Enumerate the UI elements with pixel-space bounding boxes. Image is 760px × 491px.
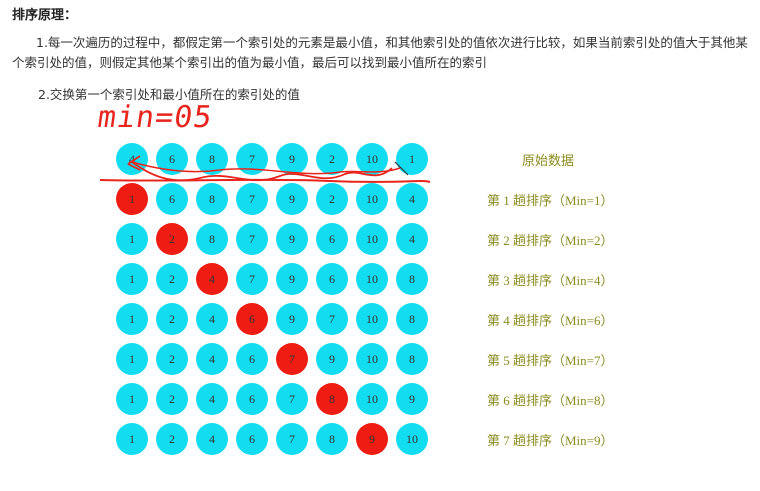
min-value-circle: 2	[156, 223, 188, 255]
value-circle: 7	[236, 263, 268, 295]
value-circle: 9	[316, 343, 348, 375]
value-circle: 10	[356, 263, 388, 295]
row-label: 第 4 趟排序（Min=6）	[487, 313, 614, 328]
value-circle: 9	[276, 183, 308, 215]
value-circle: 4	[196, 303, 228, 335]
value-circle: 8	[316, 423, 348, 455]
value-circle: 4	[396, 183, 428, 215]
value-circle: 1	[396, 143, 428, 175]
value-circle: 6	[236, 383, 268, 415]
min-value-circle: 1	[116, 183, 148, 215]
value-circle: 9	[276, 263, 308, 295]
handwritten-annotation: min=05	[95, 100, 215, 135]
value-circle: 2	[156, 343, 188, 375]
value-circle: 1	[116, 343, 148, 375]
value-circle: 9	[396, 383, 428, 415]
row-label: 第 5 趟排序（Min=7）	[487, 353, 614, 368]
value-circle: 4	[396, 223, 428, 255]
value-circle: 4	[196, 423, 228, 455]
value-circle: 1	[116, 223, 148, 255]
value-circle: 8	[396, 343, 428, 375]
value-circle: 8	[196, 223, 228, 255]
value-circle: 6	[316, 263, 348, 295]
value-circle: 7	[236, 183, 268, 215]
value-circle: 2	[156, 423, 188, 455]
value-circle: 10	[356, 303, 388, 335]
value-circle: 1	[116, 303, 148, 335]
value-circle: 2	[156, 383, 188, 415]
value-circle: 6	[316, 223, 348, 255]
value-circle: 6	[156, 183, 188, 215]
value-circle: 8	[196, 183, 228, 215]
value-circle: 10	[356, 143, 388, 175]
row-label: 第 3 趟排序（Min=4）	[487, 273, 614, 288]
value-circle: 6	[156, 143, 188, 175]
row-label: 原始数据	[522, 153, 575, 168]
value-circle: 9	[276, 303, 308, 335]
value-circle: 2	[316, 143, 348, 175]
min-value-circle: 7	[276, 343, 308, 375]
row-label: 第 1 趟排序（Min=1）	[487, 193, 614, 208]
value-circle: 10	[356, 383, 388, 415]
value-circle: 6	[236, 343, 268, 375]
value-circle: 10	[356, 343, 388, 375]
value-circle: 10	[356, 183, 388, 215]
row-label: 第 7 趟排序（Min=9）	[487, 433, 614, 448]
value-circle: 9	[276, 143, 308, 175]
value-circle: 4	[196, 383, 228, 415]
min-value-circle: 4	[196, 263, 228, 295]
value-circle: 10	[356, 223, 388, 255]
value-circle: 1	[116, 423, 148, 455]
value-circle: 6	[236, 423, 268, 455]
value-circle: 10	[396, 423, 428, 455]
value-circle: 2	[316, 183, 348, 215]
min-value-circle: 8	[316, 383, 348, 415]
value-circle: 9	[276, 223, 308, 255]
value-circle: 8	[396, 263, 428, 295]
value-circle: 2	[156, 263, 188, 295]
value-circle: 7	[276, 383, 308, 415]
min-value-circle: 6	[236, 303, 268, 335]
value-circle: 7	[276, 423, 308, 455]
value-circle: 8	[196, 143, 228, 175]
value-circle: 7	[236, 223, 268, 255]
row-label: 第 2 趟排序（Min=2）	[487, 233, 614, 248]
value-circle: 8	[396, 303, 428, 335]
min-value-circle: 9	[356, 423, 388, 455]
row-label: 第 6 趟排序（Min=8）	[487, 393, 614, 408]
value-circle: 4	[116, 143, 148, 175]
value-circle: 7	[236, 143, 268, 175]
page-heading: 排序原理：	[12, 8, 78, 23]
value-circle: 7	[316, 303, 348, 335]
value-circle: 1	[116, 263, 148, 295]
description-paragraph-1: 1.每一次遍历的过程中，都假定第一个索引处的元素是最小值，和其他索引处的值依次进…	[12, 35, 748, 70]
value-circle: 1	[116, 383, 148, 415]
description-paragraph-2: 2.交换第一个索引处和最小值所在的索引处的值	[38, 87, 300, 102]
value-circle: 4	[196, 343, 228, 375]
value-circle: 2	[156, 303, 188, 335]
